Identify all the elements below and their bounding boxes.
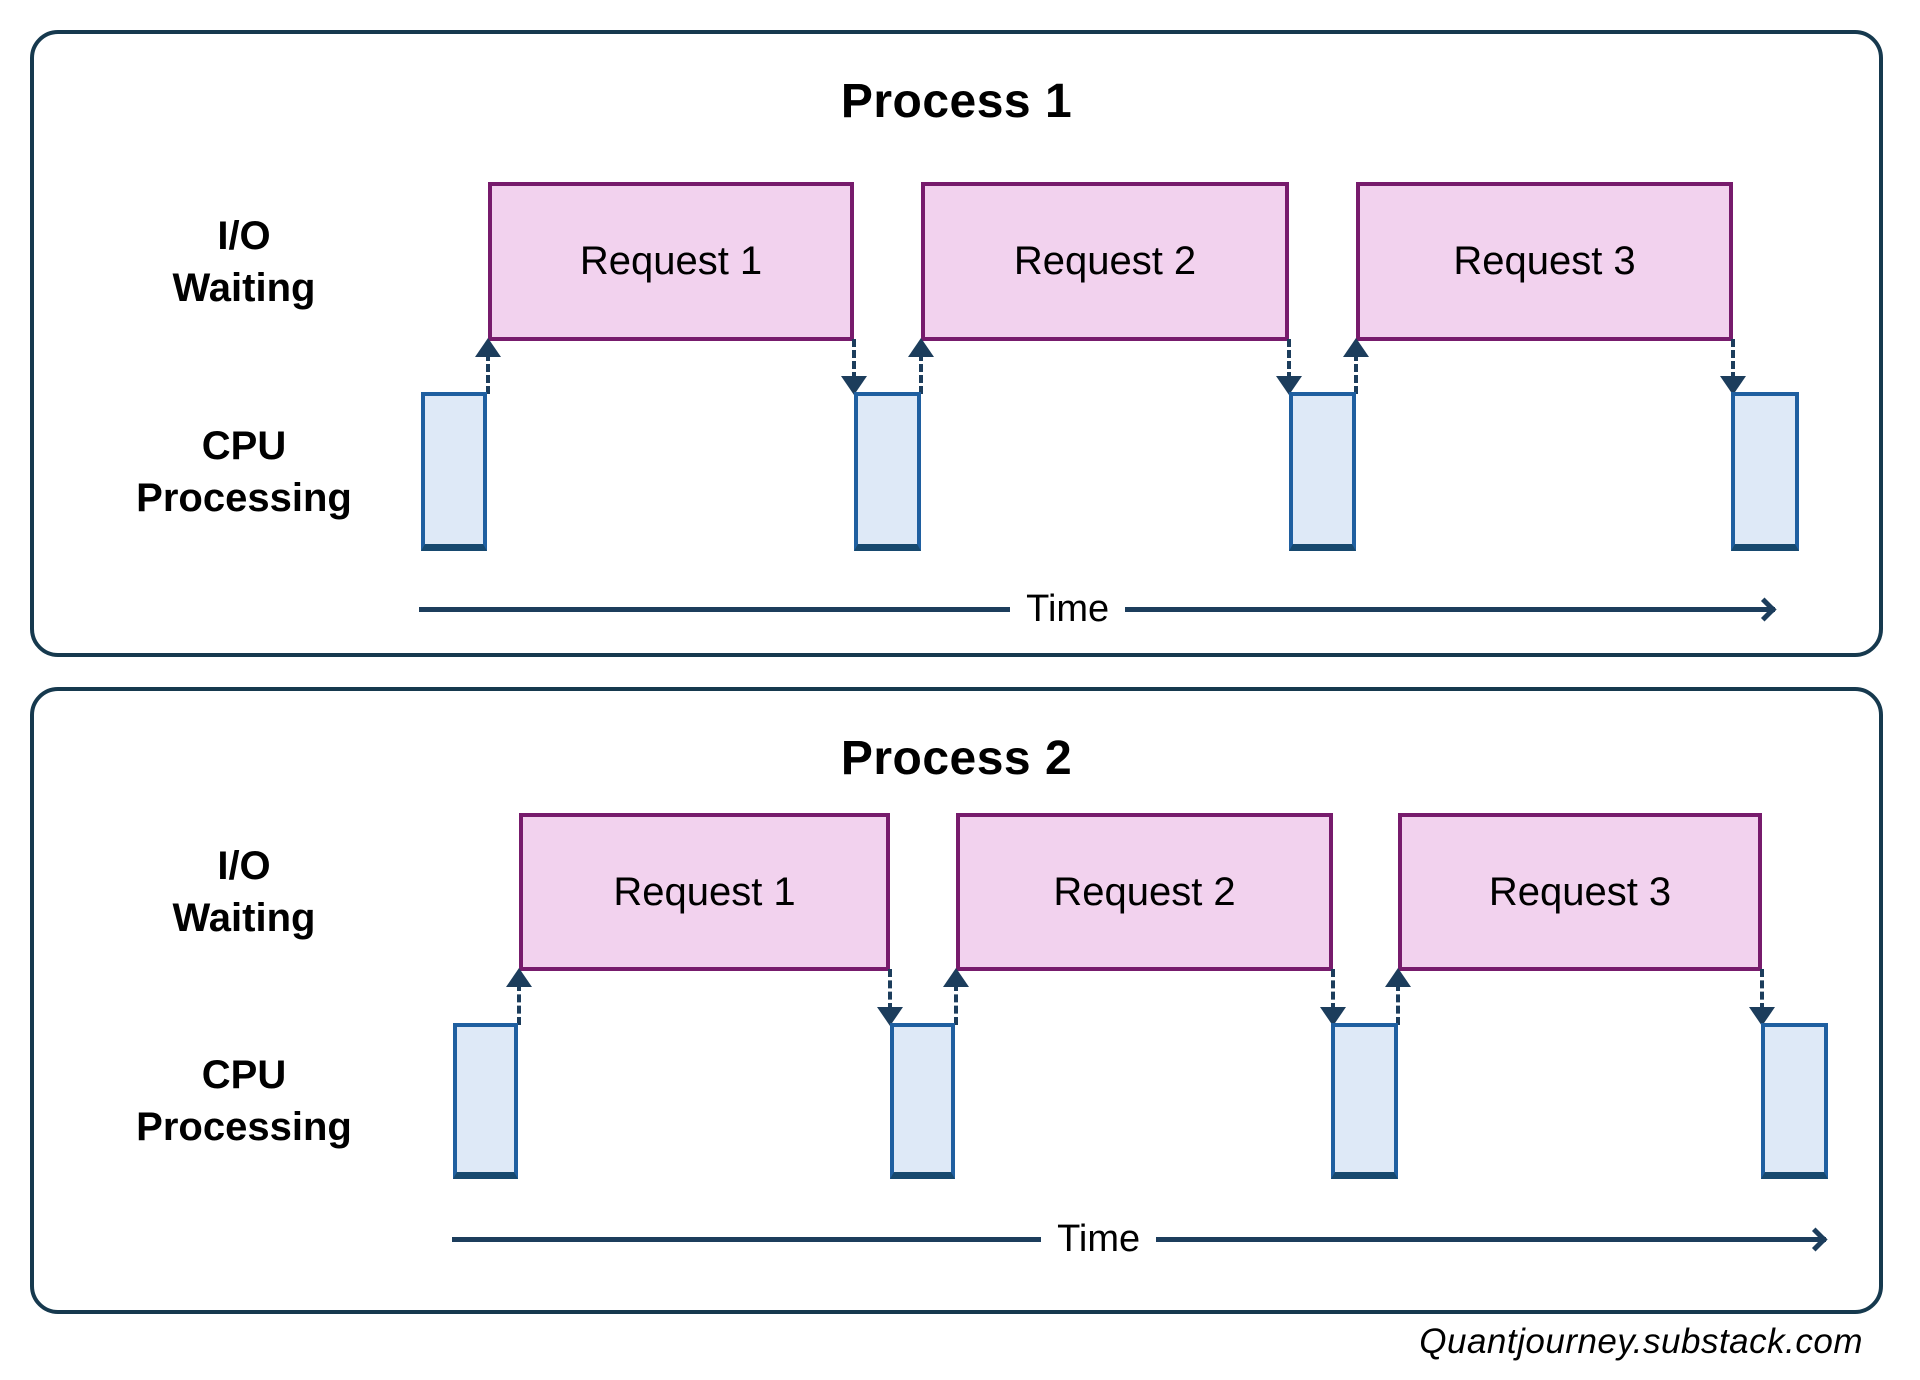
request-box: Request 3 [1398,813,1762,971]
cpu-block [854,392,921,551]
io-start-arrow-up [943,968,969,1025]
cpu-block [1761,1023,1828,1179]
io-complete-arrow-down [841,339,867,395]
arrow-stem [888,969,892,1011]
arrow-head-down-icon [1276,376,1302,395]
time-arrowhead-icon [1803,1226,1828,1252]
arrow-head-down-icon [841,376,867,395]
arrow-stem [1354,353,1358,394]
cpu-block [453,1023,518,1179]
cpu-processing-label: CPU Processing [34,1023,454,1179]
arrow-head-down-icon [1749,1007,1775,1026]
io-start-arrow-up [908,338,934,394]
cpu-processing-label-line1: CPU [201,1053,287,1097]
time-axis: Time [452,1217,1828,1261]
arrow-head-up-icon [1385,968,1411,987]
time-axis: Time [419,587,1777,631]
watermark-text: Quantjourney.substack.com [1419,1322,1863,1361]
time-axis-line [1125,606,1775,612]
io-waiting-label-line1: I/O [217,844,271,888]
request-box: Request 1 [488,182,854,341]
request-box: Request 3 [1356,182,1733,341]
cpu-block [1731,392,1799,551]
io-waiting-label-line2: Waiting [172,896,316,940]
request-box-label: Request 2 [1053,869,1236,914]
arrow-stem [919,353,923,394]
time-arrowhead-icon [1752,596,1777,622]
io-complete-arrow-down [1749,969,1775,1026]
time-axis-line [419,606,1011,612]
time-axis-label: Time [1026,587,1110,630]
arrow-head-up-icon [908,338,934,357]
cpu-processing-label: CPU Processing [34,392,454,551]
request-box: Request 1 [519,813,890,971]
request-box-label: Request 1 [579,239,763,283]
time-axis-line [1156,1236,1826,1242]
time-axis-label: Time [1057,1217,1141,1260]
arrow-stem [852,339,856,380]
arrow-head-up-icon [1343,338,1369,357]
arrow-head-up-icon [475,338,501,357]
request-box-label: Request 2 [1013,239,1197,283]
arrow-stem [1396,983,1400,1025]
arrow-stem [1287,339,1291,380]
io-complete-arrow-down [1720,339,1746,395]
arrow-stem [517,983,521,1025]
io-waiting-label: I/O Waiting [34,813,454,971]
arrow-head-down-icon [1320,1007,1346,1026]
arrow-head-up-icon [943,968,969,987]
arrow-stem [486,353,490,394]
arrow-stem [1731,339,1735,380]
cpu-block [1331,1023,1398,1179]
arrow-stem [1331,969,1335,1011]
io-start-arrow-up [475,338,501,394]
io-start-arrow-up [506,968,532,1025]
io-complete-arrow-down [1320,969,1346,1026]
arrow-stem [954,983,958,1025]
io-start-arrow-up [1343,338,1369,394]
io-start-arrow-up [1385,968,1411,1025]
panel-title: Process 1 [840,75,1073,128]
panel-title: Process 2 [840,732,1073,785]
cpu-block [890,1023,955,1179]
io-waiting-label-line1: I/O [217,213,271,258]
io-waiting-label-line2: Waiting [172,265,316,310]
io-complete-arrow-down [1276,339,1302,395]
arrow-stem [1760,969,1764,1011]
time-axis-line [452,1236,1042,1242]
request-box-label: Request 1 [613,869,796,914]
cpu-processing-label-line2: Processing [136,1105,352,1149]
arrow-head-down-icon [1720,376,1746,395]
cpu-processing-label-line1: CPU [201,423,287,468]
cpu-processing-label-line2: Processing [136,475,352,520]
cpu-block [421,392,487,551]
io-waiting-label: I/O Waiting [34,182,454,341]
io-complete-arrow-down [877,969,903,1026]
request-box-label: Request 3 [1488,869,1672,914]
arrow-head-down-icon [877,1007,903,1026]
cpu-block [1289,392,1356,551]
request-box: Request 2 [956,813,1333,971]
arrow-head-up-icon [506,968,532,987]
request-box-label: Request 3 [1453,239,1636,283]
request-box: Request 2 [921,182,1289,341]
